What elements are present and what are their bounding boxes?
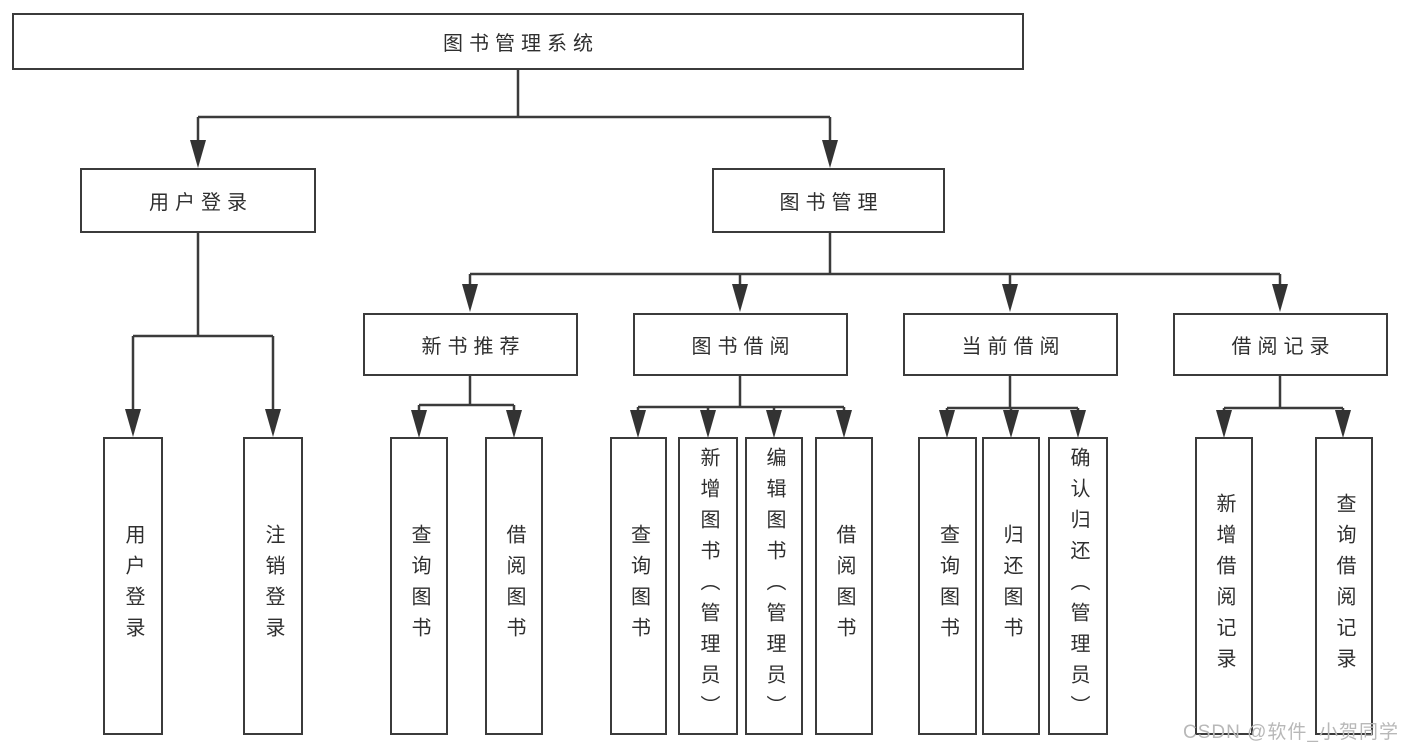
node-book-borrow: 图书借阅 [633,313,848,376]
node-borrow-record: 借阅记录 [1173,313,1388,376]
leaf-query-book-recommend: 查询图书 [390,437,448,735]
node-label: 图书管理系统 [443,33,599,55]
node-label: 查询图书 [408,524,430,648]
leaf-add-book-admin: 新增图书（管理员） [678,437,738,735]
node-label: 归还图书 [1000,524,1022,648]
node-label: 借阅记录 [1231,336,1336,358]
node-label: 注销登录 [262,524,284,648]
leaf-confirm-return-admin: 确认归还（管理员） [1048,437,1108,735]
csdn-watermark: CSDN @软件_小贺同学 [1183,722,1399,743]
node-current-borrow: 当前借阅 [903,313,1118,376]
leaf-logout: 注销登录 [243,437,303,735]
connector-new-book-branch [411,376,522,438]
leaf-return-book: 归还图书 [982,437,1040,735]
node-label: 查询图书 [936,524,959,648]
node-root-library-system: 图书管理系统 [12,13,1024,70]
leaf-query-borrow-record: 查询借阅记录 [1315,437,1373,735]
node-label: 图书借阅 [691,336,796,358]
node-label: 编辑图书（管理员） [763,446,785,726]
leaf-query-book-borrow: 查询图书 [610,437,667,735]
node-label: 借阅图书 [503,524,525,648]
node-user-login: 用户登录 [80,168,316,233]
node-new-book-recommend: 新书推荐 [363,313,578,376]
node-book-management: 图书管理 [712,168,945,233]
leaf-borrow-book: 借阅图书 [815,437,873,735]
connector-book-borrow-branch [630,376,852,438]
node-label: 确认归还（管理员） [1067,446,1089,726]
node-label: 查询图书 [627,524,650,648]
connector-current-borrow-branch [939,376,1086,438]
node-label: 查询借阅记录 [1333,493,1355,679]
node-label: 借阅图书 [833,524,855,648]
leaf-add-borrow-record: 新增借阅记录 [1195,437,1253,735]
connector-root-to-level2 [190,70,838,168]
leaf-user-login: 用户登录 [103,437,163,735]
leaf-edit-book-admin: 编辑图书（管理员） [745,437,803,735]
node-label: 用户登录 [122,524,144,648]
connector-book-management-branch [462,233,1288,312]
node-label: 用户登录 [149,192,253,214]
leaf-query-book-current: 查询图书 [918,437,977,735]
node-label: 图书管理 [779,192,884,214]
leaf-borrow-book-recommend: 借阅图书 [485,437,543,735]
node-label: 新增借阅记录 [1213,493,1235,679]
node-label: 新书推荐 [421,336,526,358]
connector-borrow-record-branch [1216,376,1351,438]
node-label: 新增图书（管理员） [697,446,719,726]
connector-user-login-branch [125,233,281,437]
node-label: 当前借阅 [961,336,1066,358]
